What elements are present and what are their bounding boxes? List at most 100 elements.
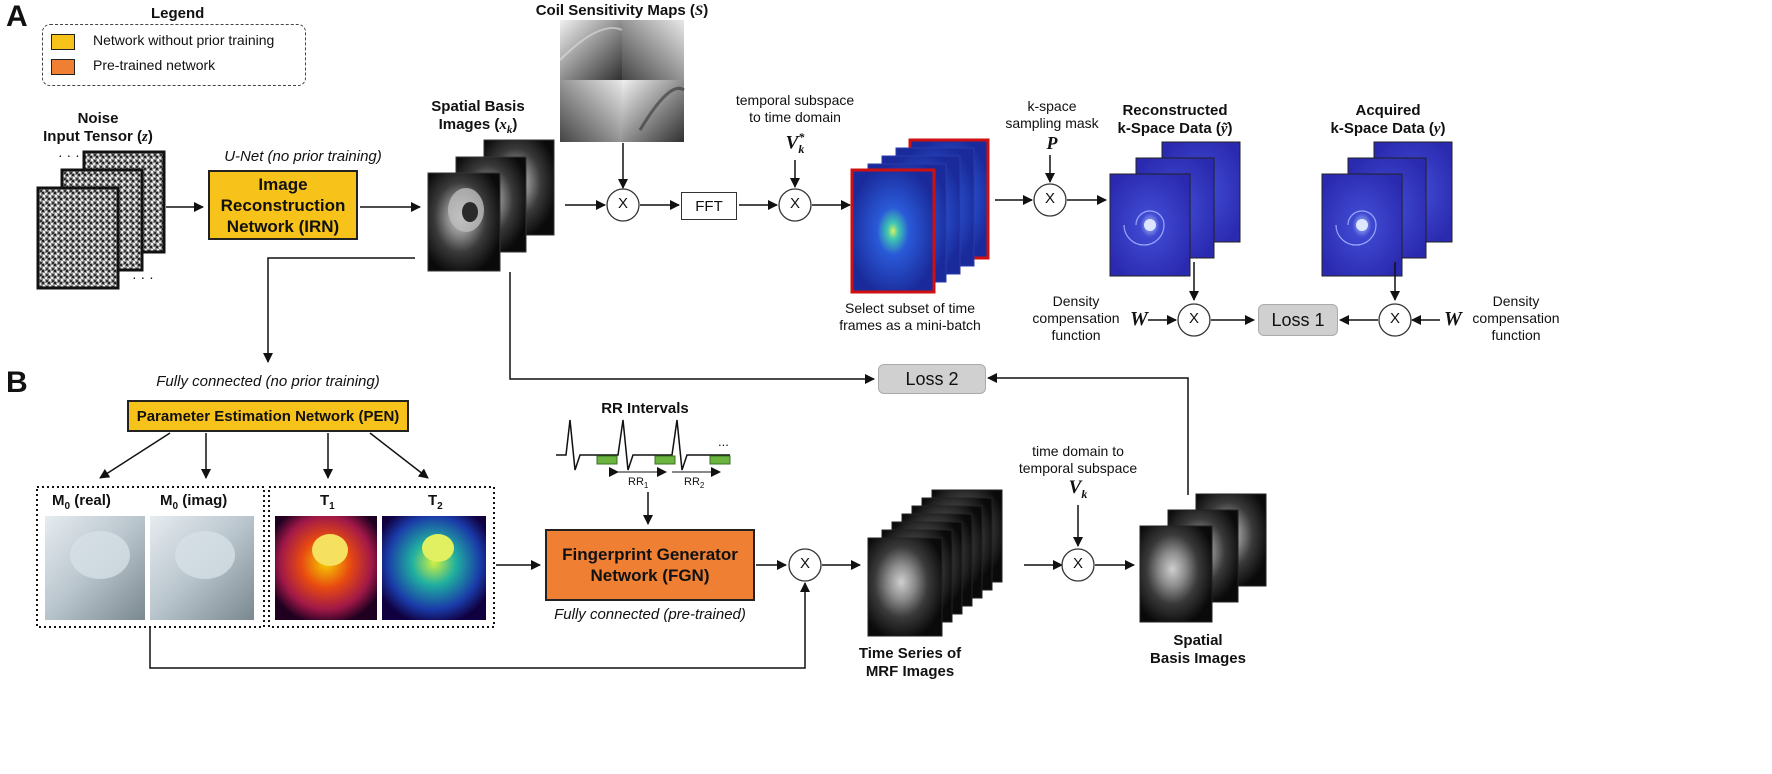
noise-tensor-label: Noise Input Tensor (z): [43, 110, 153, 146]
spatial-top-line2: Images (: [438, 116, 500, 133]
minibatch-label: Select subset of time frames as a mini-b…: [839, 300, 981, 334]
time-to-sub-line1: time domain to: [1032, 443, 1124, 459]
mask-line2: sampling mask: [1005, 115, 1099, 131]
svg-text:· · ·: · · ·: [132, 269, 154, 285]
m0-real-sub: 0: [64, 501, 71, 512]
irn-line1: Image Reconstruction: [220, 174, 346, 215]
density-left-var: W: [1130, 308, 1148, 330]
panel-label-a: A: [6, 0, 28, 33]
legend-swatch-untrained: [51, 34, 75, 50]
density-left-label: Density compensation function: [1032, 293, 1119, 344]
legend-label-untrained: Network without prior training: [93, 32, 275, 48]
density-left-line3: function: [1051, 327, 1101, 343]
subset-line1: Select subset of time: [845, 300, 975, 316]
legend-title: Legend: [151, 5, 205, 22]
rr2-sub: 2: [699, 481, 705, 491]
noise-label-line1: Noise: [77, 110, 119, 127]
legend-box: Legend Network without prior training Pr…: [42, 5, 306, 86]
kspace-minibatch-stack: [850, 138, 990, 294]
noise-var: z: [142, 129, 148, 145]
pen-caption: Fully connected (no prior training): [156, 373, 380, 390]
recon-line1: Reconstructed: [1122, 102, 1228, 119]
acquired-var: y: [1433, 121, 1441, 137]
t1-map-image: [275, 516, 377, 620]
fft-box: FFT: [681, 192, 737, 220]
time-to-sub-var: V: [1068, 477, 1082, 498]
time-to-sub-line2: temporal subspace: [1018, 460, 1138, 476]
coil-sensitivity-maps: [559, 20, 685, 142]
spatial-bottom-line2: Basis Images: [1150, 650, 1246, 667]
t2-main: T: [428, 492, 438, 509]
density-right-label: Density compensation function: [1472, 293, 1559, 344]
density-left-line2: compensation: [1032, 310, 1120, 326]
recon-line2: k-Space Data (: [1117, 120, 1221, 137]
panel-label-b: B: [6, 366, 28, 399]
temporal-sub: k: [798, 142, 805, 157]
m0-imag-main: M: [160, 492, 173, 509]
reconstructed-kspace-label: Reconstructed k-Space Data (ỹ): [1117, 102, 1232, 138]
subset-line2: frames as a mini-batch: [839, 317, 981, 333]
density-right-line1: Density: [1492, 293, 1540, 309]
acquired-close: ): [1440, 120, 1446, 137]
spatial-basis-bottom-label: Spatial Basis Images: [1150, 632, 1246, 668]
t2-sub: 2: [437, 501, 443, 512]
fgn-caption: Fully connected (pre-trained): [554, 606, 746, 623]
m0-imag-sub: 0: [172, 501, 179, 512]
reconstructed-kspace-stack: [1109, 141, 1241, 277]
multiply-sensitivity: X: [617, 195, 629, 212]
multiply-density-left: X: [1188, 310, 1200, 327]
loss-2-box: Loss 2: [878, 364, 986, 394]
t2-label: T2: [428, 492, 443, 512]
rr-dots: ...: [718, 434, 729, 449]
temporal-sup: *: [798, 130, 805, 144]
temporal-to-time-label: temporal subspace to time domain Vk*: [736, 92, 854, 160]
spatial-basis-stack-bottom: [1139, 493, 1267, 623]
m0-real-main: M: [52, 492, 65, 509]
svg-text:· · ·: · · ·: [58, 147, 80, 163]
t1-main: T: [320, 492, 330, 509]
coil-close: ): [703, 2, 709, 19]
temporal-line2: to time domain: [749, 109, 841, 125]
legend-swatch-pretrained: [51, 59, 75, 75]
legend-label-pretrained: Pre-trained network: [93, 57, 216, 73]
m0-imag-label: M0 (imag): [160, 492, 227, 512]
temporal-var: V: [785, 132, 799, 154]
time-series-label: Time Series of MRF Images: [859, 645, 961, 681]
m0-group-frame: [36, 486, 265, 628]
rr2-text: RR: [684, 476, 700, 488]
multiply-temporal: X: [789, 195, 801, 212]
ecg-rr-waveform: [556, 419, 731, 477]
sampling-mask-label: k-space sampling mask P: [1005, 98, 1098, 154]
rr1-text: RR: [628, 476, 644, 488]
relaxation-group-frame: [268, 486, 495, 628]
m0-real-label: M0 (real): [52, 492, 111, 512]
spatial-basis-top-label: Spatial Basis Images (xk): [431, 98, 524, 139]
time-to-sub-sub: k: [1081, 486, 1088, 501]
acquired-kspace-stack: [1321, 141, 1453, 277]
noise-label-line2: Input Tensor (: [43, 128, 143, 145]
spatial-bottom-line1: Spatial: [1173, 632, 1223, 649]
mask-line1: k-space: [1027, 98, 1077, 114]
pen-box: Parameter Estimation Network (PEN): [127, 400, 409, 432]
recon-var: ỹ: [1220, 121, 1228, 137]
timeseries-line1: Time Series of: [858, 645, 962, 662]
irn-line2: Network (IRN): [226, 216, 340, 236]
rr1-label: RR1: [628, 476, 648, 490]
spatial-top-sub: k: [506, 124, 513, 136]
density-right-var: W: [1444, 308, 1462, 330]
m0-imag-rest: (imag): [178, 492, 228, 509]
noise-close: ): [147, 128, 153, 145]
spatial-top-line1: Spatial Basis: [431, 98, 525, 115]
loss-1-box: Loss 1: [1258, 304, 1338, 336]
timeseries-line2: MRF Images: [865, 663, 955, 680]
time-to-subspace-label: time domain to temporal subspace Vk: [1019, 443, 1137, 505]
acquired-line2: k-Space Data (: [1330, 120, 1434, 137]
spatial-top-var: x: [499, 117, 507, 133]
acquired-line1: Acquired: [1355, 102, 1421, 119]
mask-var: P: [1046, 133, 1058, 153]
multiply-fgn: X: [799, 555, 811, 572]
multiply-density-right: X: [1389, 310, 1401, 327]
multiply-mask: X: [1044, 190, 1056, 207]
